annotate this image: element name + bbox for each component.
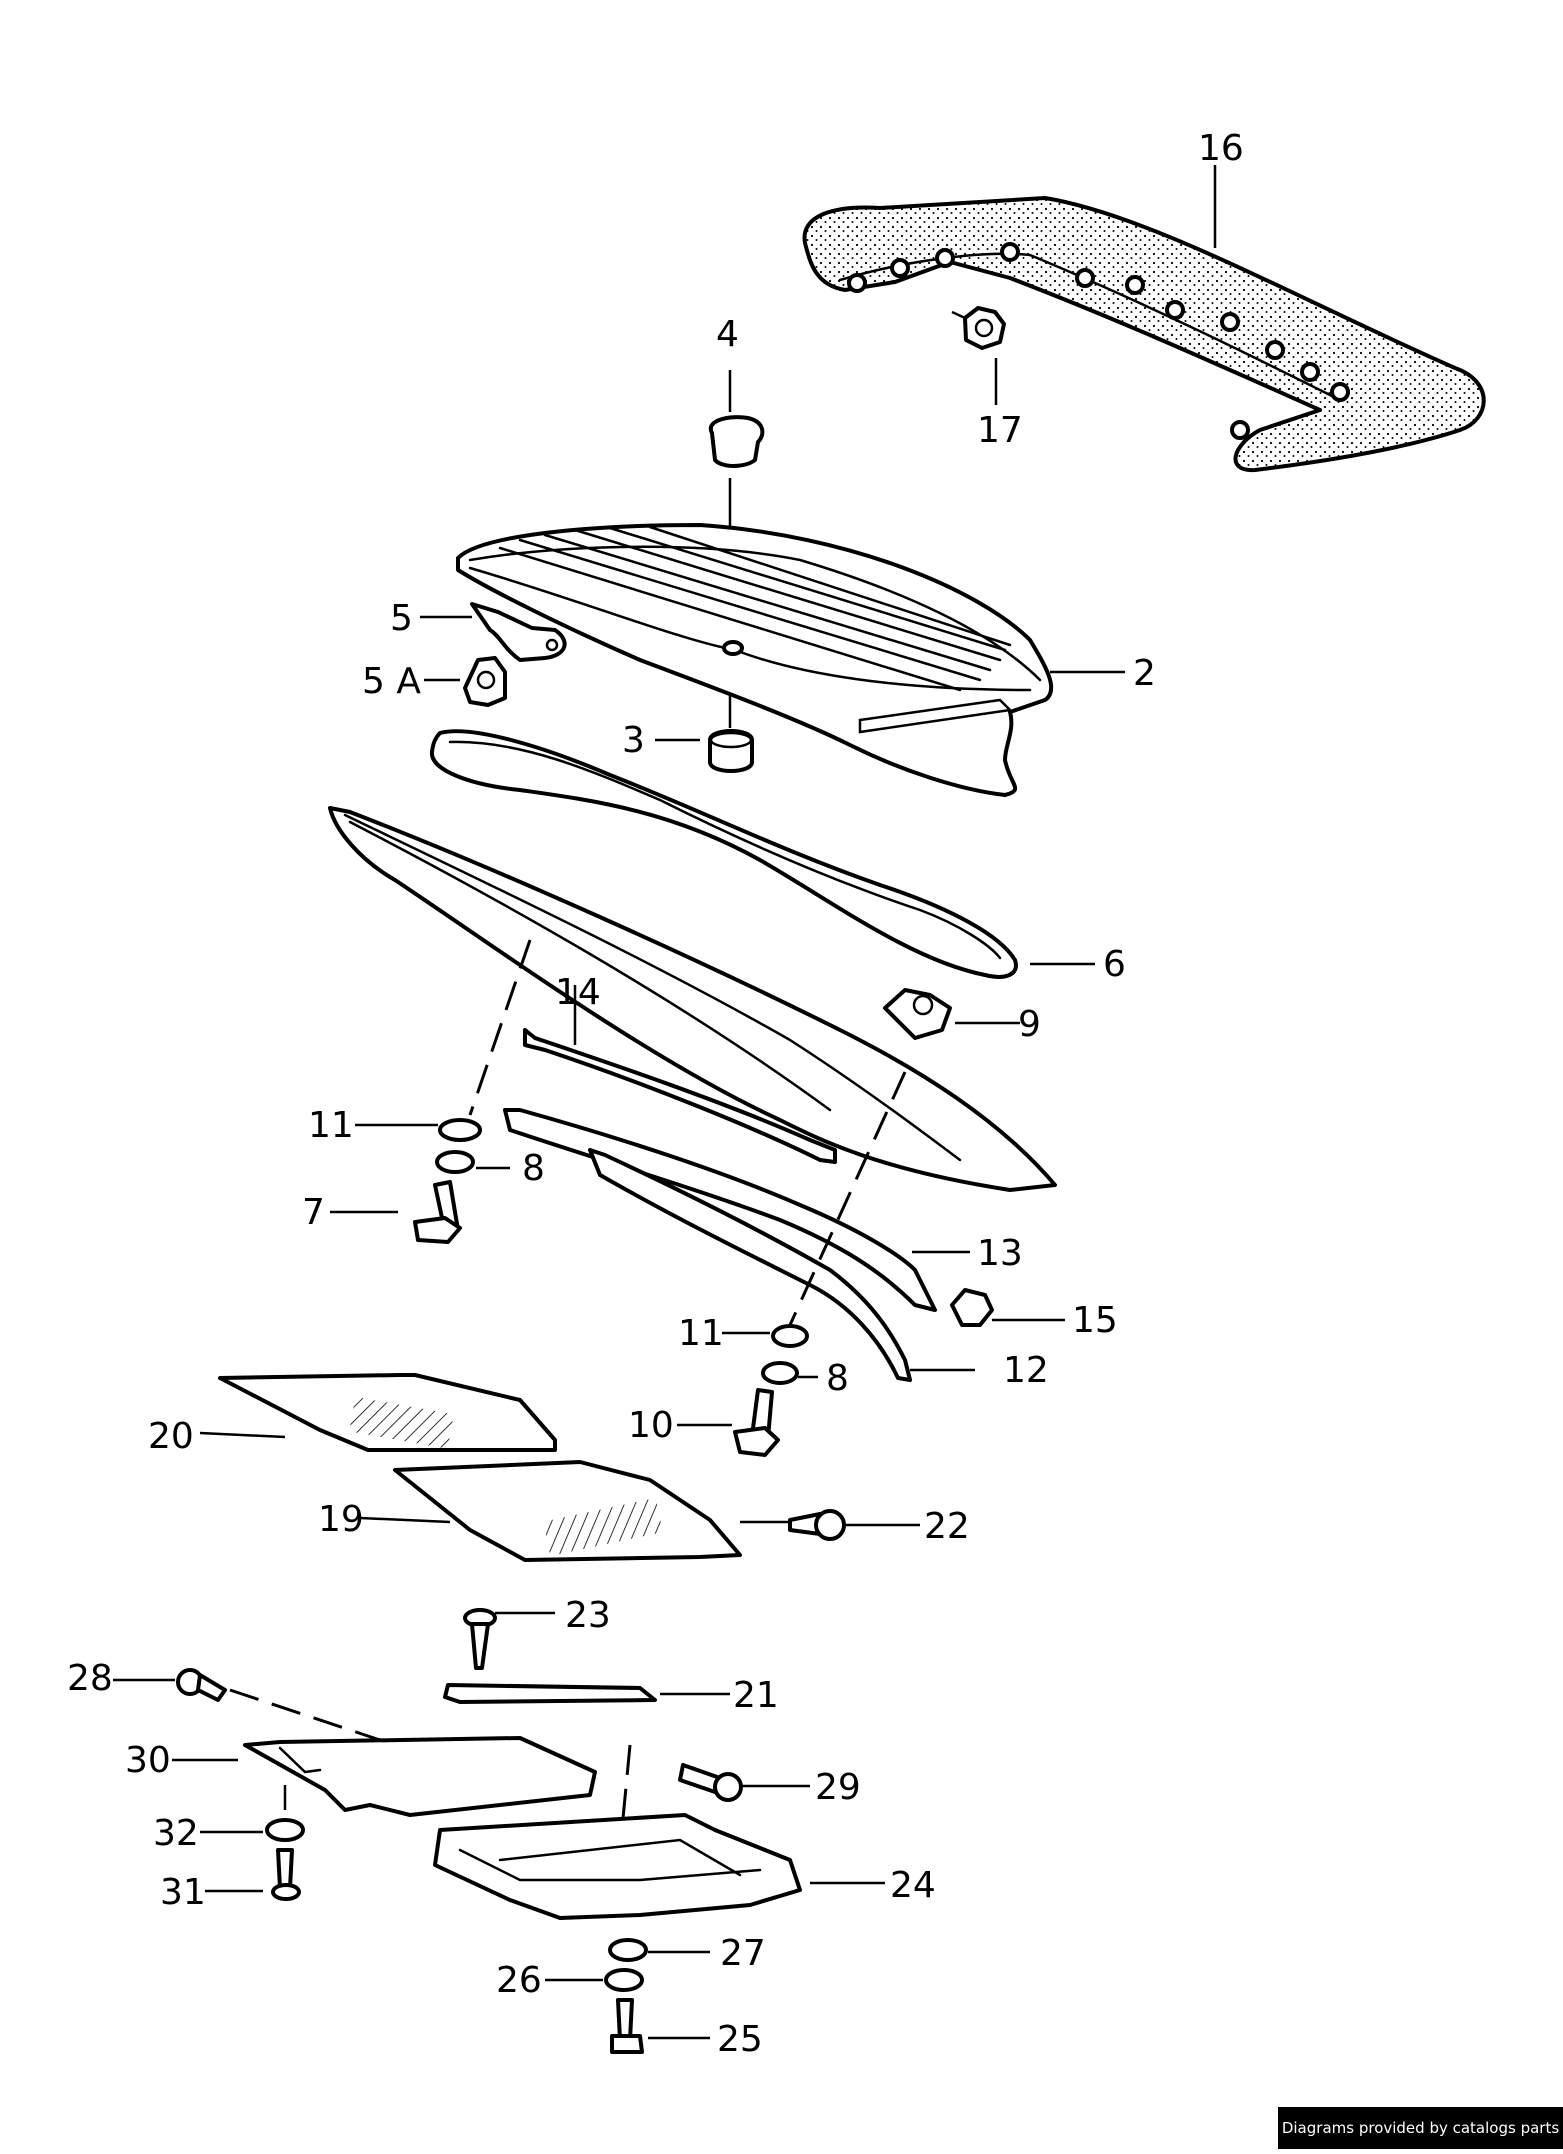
screw-part-31 bbox=[205, 1848, 301, 1901]
washer-part-11-right bbox=[722, 1324, 809, 1348]
label-11-left: 11 bbox=[308, 1105, 354, 1146]
label-22: 22 bbox=[924, 1506, 970, 1547]
tray-part-24 bbox=[433, 1813, 885, 1920]
bolt-part-10 bbox=[677, 1388, 780, 1457]
label-6: 6 bbox=[1103, 944, 1126, 985]
label-8-right: 8 bbox=[826, 1358, 849, 1399]
screw-part-23 bbox=[463, 1608, 555, 1670]
engine-lid-part bbox=[456, 523, 1054, 797]
label-5: 5 bbox=[390, 598, 413, 639]
label-25: 25 bbox=[717, 2019, 763, 2060]
label-26: 26 bbox=[496, 1960, 542, 2001]
screw-part-28 bbox=[113, 1668, 227, 1702]
label-29: 29 bbox=[815, 1767, 861, 1808]
part-labels: 16 17 4 5 5 A 2 3 6 9 14 11 8 7 13 15 11… bbox=[67, 128, 1244, 2060]
seal-part-6 bbox=[430, 729, 1095, 979]
clip-part-9 bbox=[883, 988, 1020, 1040]
spoiler-part bbox=[802, 196, 1486, 473]
label-4: 4 bbox=[716, 314, 739, 355]
bolt-part-7 bbox=[330, 1180, 462, 1244]
bolt-part-25 bbox=[610, 1998, 710, 2054]
label-10: 10 bbox=[628, 1405, 674, 1446]
rail-part-14 bbox=[523, 985, 837, 1164]
nut-part-17 bbox=[951, 306, 1006, 405]
bracket-part-21 bbox=[443, 1683, 730, 1704]
label-24: 24 bbox=[890, 1865, 936, 1906]
lockwasher-part-8-left bbox=[435, 1150, 510, 1174]
screw-part-22 bbox=[740, 1509, 920, 1541]
label-20: 20 bbox=[148, 1416, 194, 1457]
label-27: 27 bbox=[720, 1933, 766, 1974]
label-7: 7 bbox=[302, 1192, 325, 1233]
washer-part-32 bbox=[200, 1818, 305, 1842]
plug-part-4 bbox=[708, 370, 765, 658]
label-31: 31 bbox=[160, 1872, 206, 1913]
bracket-part-5 bbox=[420, 602, 567, 662]
label-32: 32 bbox=[153, 1813, 199, 1854]
grommet-part-3 bbox=[708, 692, 754, 773]
label-17: 17 bbox=[977, 410, 1023, 451]
plate-part-30 bbox=[172, 1736, 597, 1817]
label-23: 23 bbox=[565, 1595, 611, 1636]
label-14: 14 bbox=[555, 972, 601, 1013]
grille-panel-part bbox=[328, 806, 1057, 1192]
label-15: 15 bbox=[1072, 1300, 1118, 1341]
label-13: 13 bbox=[977, 1233, 1023, 1274]
label-28: 28 bbox=[67, 1658, 113, 1699]
label-3: 3 bbox=[622, 720, 645, 761]
label-8-left: 8 bbox=[522, 1148, 545, 1189]
label-12: 12 bbox=[1003, 1350, 1049, 1391]
label-21: 21 bbox=[733, 1675, 779, 1716]
label-30: 30 bbox=[125, 1740, 171, 1781]
nut-part-15 bbox=[950, 1288, 1065, 1327]
filter-mat-part-20 bbox=[199, 1373, 557, 1452]
washer-part-11-left bbox=[355, 1118, 482, 1142]
screw-part-29 bbox=[678, 1763, 810, 1802]
rail-part-12 bbox=[588, 1148, 975, 1382]
washer-part-27 bbox=[608, 1938, 710, 1962]
label-2: 2 bbox=[1133, 653, 1156, 694]
lockwasher-part-8-right bbox=[761, 1361, 818, 1385]
label-16: 16 bbox=[1198, 128, 1244, 169]
filter-mat-part-19 bbox=[359, 1460, 742, 1562]
label-leaders bbox=[655, 165, 1217, 742]
label-5a: 5 A bbox=[362, 661, 421, 702]
label-9: 9 bbox=[1018, 1004, 1041, 1045]
label-11-right: 11 bbox=[678, 1313, 724, 1354]
label-19: 19 bbox=[318, 1499, 364, 1540]
lockwasher-part-26 bbox=[545, 1968, 644, 1992]
nut-part-5a bbox=[424, 656, 507, 707]
credit-badge: Diagrams provided by catalogs parts bbox=[1278, 2107, 1563, 2149]
